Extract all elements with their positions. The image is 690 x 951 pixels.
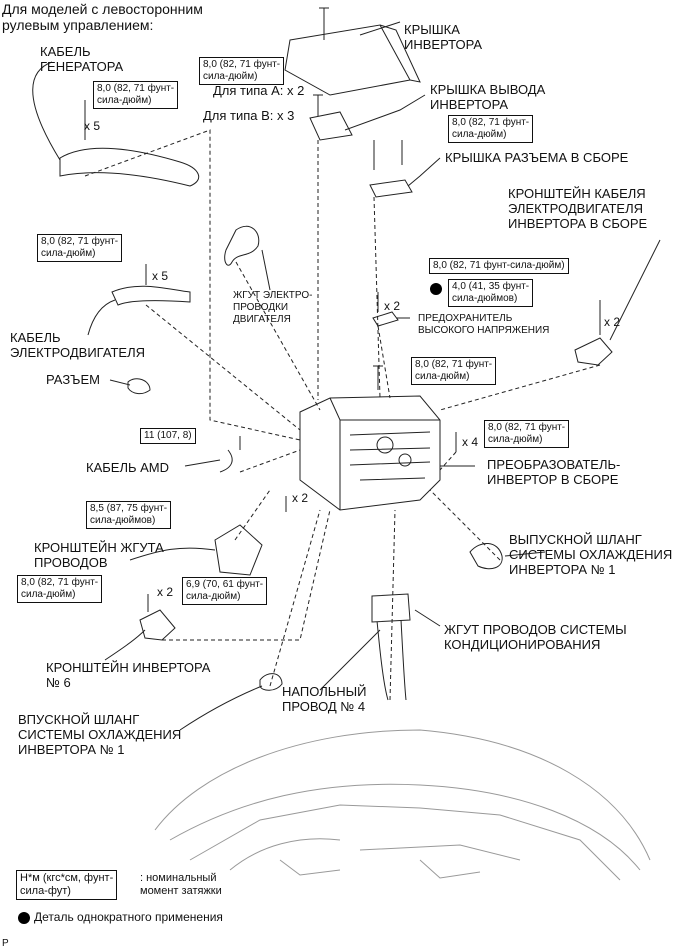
torque-fuse: 4,0 (41, 35 фунт- сила-дюймов) (448, 279, 534, 307)
header-line-2: рулевым управлением: (2, 17, 154, 33)
label-inlet-hose: ВПУСКНОЙ ШЛАНГ СИСТЕМЫ ОХЛАЖДЕНИЯ ИНВЕРТ… (18, 712, 182, 757)
label-amd-cable: КАБЕЛЬ AMD (86, 460, 170, 475)
legend-unit-desc: : номинальный момент затяжки (140, 872, 222, 897)
generator-cable-shape (59, 147, 200, 187)
legend-unit-box: Н*м (кгс*см, фунт- сила-фут) (16, 870, 118, 900)
converter-shape (299, 395, 441, 511)
label-floor-wire: НАПОЛЬНЫЙ ПРОВОД № 4 (282, 684, 367, 714)
harness-bracket-shape (214, 524, 263, 576)
label-connector: РАЗЪЕМ (46, 372, 100, 387)
torque-bracket-right: 8,0 (82, 71 фунт-сила-дюйм) (429, 258, 569, 274)
label-type-a: Для типа А: x 2 (213, 83, 305, 98)
label-generator-cable: КАБЕЛЬ ГЕНЕРАТОРА (40, 44, 124, 74)
torque-generator: 8,0 (82, 71 фунт- сила-дюйм) (93, 81, 179, 109)
label-motor-cable: КАБЕЛЬ ЭЛЕКТРОДВИГАТЕЛЯ (10, 330, 146, 360)
connector-cover-shape (369, 179, 413, 198)
legend-one-time-icon (18, 912, 30, 924)
label-hv-fuse: ПРЕДОХРАНИТЕЛЬ ВЫСОКОГО НАПРЯЖЕНИЯ (418, 313, 550, 336)
torque-amd: 11 (107, 8) (140, 428, 196, 444)
label-converter: ПРЕОБРАЗОВАТЕЛЬ- ИНВЕРТОР В СБОРЕ (487, 457, 621, 487)
terminal-cover-shape (309, 111, 353, 141)
label-harness-bracket: КРОНШТЕЙН ЖГУТА ПРОВОДОВ (34, 540, 164, 570)
inverter-cover-shape (284, 24, 411, 96)
torque-center: 8,0 (82, 71 фунт- сила-дюйм) (411, 357, 497, 385)
motor-cable-shape (111, 285, 191, 306)
torque-harness-bracket: 8,5 (87, 75 фунт- сила-дюймов) (86, 501, 172, 529)
torque-motor-cable: 8,0 (82, 71 фунт- сила-дюйм) (37, 234, 123, 262)
bracket6-shape (139, 609, 176, 641)
torque-connector-cover: 8,0 (82, 71 фунт- сила-дюйм) (448, 115, 534, 143)
qty-converter: x 4 (462, 435, 479, 449)
label-motor-harness: ЖГУТ ЭЛЕКТРО- ПРОВОДКИ ДВИГАТЕЛЯ (233, 290, 313, 325)
label-inverter-cover: КРЫШКА ИНВЕРТОРА (404, 22, 483, 52)
qty-harness-bracket: x 2 (292, 491, 309, 505)
torque-cover: 8,0 (82, 71 фунт- сила-дюйм) (199, 57, 285, 85)
header-line-1: Для моделей с левосторонним (2, 1, 203, 17)
label-type-b: Для типа В: x 3 (203, 108, 295, 123)
qty-bracket-6: x 2 (157, 585, 174, 599)
label-inverter-terminal-cover: КРЫШКА ВЫВОДА ИНВЕРТОРА (430, 82, 546, 112)
label-outlet-hose: ВЫПУСКНОЙ ШЛАНГ СИСТЕМЫ ОХЛАЖДЕНИЯ ИНВЕР… (509, 532, 673, 577)
legend-one-time: Деталь однократного применения (34, 910, 223, 924)
torque-lower: 6,9 (70, 61 фунт- сила-дюйм) (182, 577, 268, 605)
torque-bracket-6: 8,0 (82, 71 фунт- сила-дюйм) (17, 575, 103, 603)
label-inverter-bracket-6: КРОНШТЕЙН ИНВЕРТОРА № 6 (46, 660, 211, 690)
qty-bracket-right: x 2 (604, 315, 621, 329)
qty-motor: x 5 (152, 269, 169, 283)
right-bracket-shape (574, 337, 613, 366)
motor-harness-shape (224, 225, 260, 266)
qty-generator: x 5 (84, 119, 101, 133)
qty-fuse: x 2 (384, 299, 401, 313)
label-connector-cover: КРЫШКА РАЗЪЕМА В СБОРЕ (445, 150, 629, 165)
torque-converter: 8,0 (82, 71 фунт- сила-дюйм) (484, 420, 570, 448)
one-time-use-icon (430, 283, 442, 295)
label-motor-cable-bracket: КРОНШТЕЙН КАБЕЛЯ ЭЛЕКТРОДВИГАТЕЛЯ ИНВЕРТ… (508, 186, 648, 231)
footer-code: P (2, 938, 9, 949)
label-ac-harness: ЖГУТ ПРОВОДОВ СИСТЕМЫ КОНДИЦИОНИРОВАНИЯ (444, 622, 627, 652)
